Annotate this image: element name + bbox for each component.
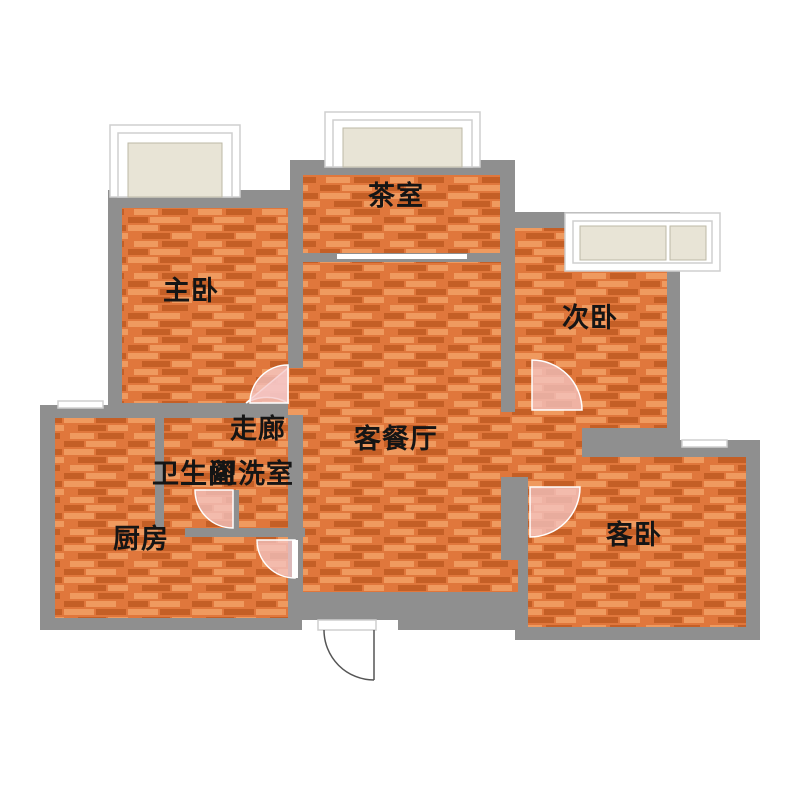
label-tea-room: 茶室 bbox=[368, 180, 424, 212]
room-labels: 茶室 主卧 次卧 走廊 客餐厅 卫生间 盥洗室 厨房 客卧 bbox=[113, 180, 662, 555]
entry-door[interactable] bbox=[323, 629, 375, 681]
floor-guest-bedroom bbox=[528, 457, 746, 627]
door-kitchen[interactable] bbox=[256, 539, 296, 579]
door-second-bedroom[interactable] bbox=[531, 359, 583, 411]
partition-bath-laundry bbox=[233, 490, 239, 530]
doors bbox=[194, 359, 583, 681]
floor-master-bedroom bbox=[122, 208, 288, 403]
label-master-bedroom: 主卧 bbox=[163, 276, 219, 307]
floors bbox=[55, 175, 746, 627]
partition-bath-kitchen-v bbox=[155, 418, 164, 528]
floor-corridor bbox=[288, 365, 318, 415]
balcony-tea-fill bbox=[342, 127, 463, 168]
label-corridor: 走廊 bbox=[230, 413, 286, 445]
floor-living-dining bbox=[303, 262, 501, 592]
partition-master-corridor bbox=[288, 208, 303, 368]
label-laundry: 盥洗室 bbox=[210, 458, 294, 490]
window-tea-living bbox=[337, 254, 467, 259]
door-bathroom[interactable] bbox=[194, 489, 234, 529]
window-kitchen bbox=[57, 400, 104, 409]
floor-laundry bbox=[243, 418, 288, 528]
partition-bath-bottom bbox=[185, 528, 305, 537]
door-master-swing[interactable] bbox=[249, 364, 289, 404]
door-guest-bedroom[interactable] bbox=[529, 486, 581, 538]
label-second-bedroom: 次卧 bbox=[562, 303, 618, 334]
floor-living-lower bbox=[410, 560, 518, 592]
window-guest bbox=[681, 439, 728, 448]
label-kitchen: 厨房 bbox=[113, 524, 169, 555]
floor-tea-room bbox=[303, 175, 500, 253]
label-guest-bedroom: 客卧 bbox=[606, 519, 662, 551]
door-kitchen-leaf bbox=[292, 540, 298, 578]
balcony-second-fill bbox=[579, 225, 667, 261]
label-living-dining: 客餐厅 bbox=[354, 423, 438, 455]
balcony-master-fill bbox=[127, 142, 223, 198]
label-bathroom: 卫生间 bbox=[152, 459, 236, 490]
balcony-second-fill-2 bbox=[669, 225, 707, 261]
balconies bbox=[57, 111, 728, 448]
entry-door-frame bbox=[317, 619, 377, 631]
